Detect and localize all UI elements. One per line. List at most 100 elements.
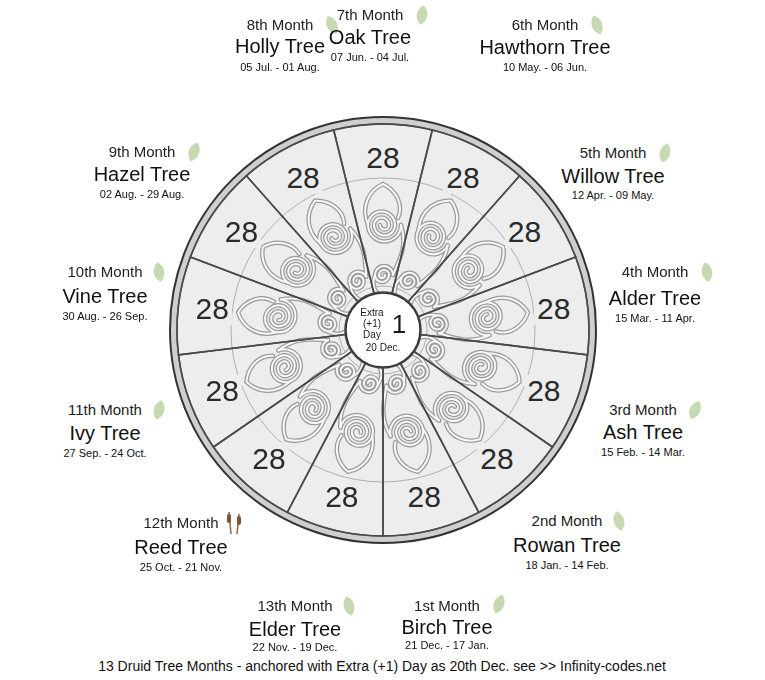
month-number: 4th Month (622, 264, 689, 281)
wedge-outline (406, 173, 578, 319)
knot-motif (370, 355, 435, 477)
wedge-border (334, 124, 433, 293)
wheel-disc (177, 124, 589, 536)
outer-rim (170, 117, 596, 543)
date-range: 25 Oct. - 21 Nov. (140, 561, 222, 573)
leaf-icon (589, 14, 606, 36)
wedge-border (287, 364, 383, 536)
hub-circle (346, 293, 420, 367)
leaf-icon (186, 141, 203, 163)
leaf-icon (686, 399, 704, 422)
leaf-icon (415, 4, 429, 26)
leaf-icon (657, 142, 672, 164)
tree-name: Ivy Tree (69, 422, 140, 444)
month-number: 6th Month (512, 17, 579, 34)
wedge-border (408, 176, 575, 317)
leaf-icons (151, 4, 714, 617)
month-wedge: 28 (331, 122, 435, 296)
date-range: 12 Apr. - 09 May. (572, 189, 654, 201)
date-range: 10 May. - 06 Jun. (503, 61, 587, 73)
month-number: 1st Month (414, 598, 480, 615)
leaf-icon (152, 261, 166, 283)
tree-name: Hazel Tree (94, 163, 191, 185)
tree-name: Ash Tree (603, 421, 683, 443)
date-range: 05 Jul. - 01 Aug. (240, 61, 320, 73)
month-number: 12th Month (143, 515, 218, 532)
wedge-border (383, 364, 479, 536)
knot-motif (236, 292, 356, 344)
date-range: 02 Aug. - 29 Aug. (100, 188, 184, 200)
day-count: 28 (505, 216, 544, 248)
tree-name: Reed Tree (134, 536, 227, 558)
month-wedge: 28 (412, 332, 590, 450)
month-number: 9th Month (109, 144, 176, 161)
knot-motif (411, 295, 531, 347)
month-wedge: 28 (175, 254, 350, 357)
date-range: 27 Sep. - 24 Oct. (63, 447, 146, 459)
date-range: 22 Nov. - 19 Dec. (253, 641, 338, 653)
day-count: 28 (202, 375, 241, 407)
month-wedge: 28 (244, 127, 376, 304)
tree-name: Oak Tree (329, 26, 411, 48)
caption: 13 Druid Tree Months - anchored with Ext… (98, 659, 666, 674)
knot-motif (236, 292, 356, 344)
leaf-icon (341, 595, 356, 617)
day-count: 28 (249, 443, 288, 475)
date-range: 15 Feb. - 14 Mar. (601, 446, 685, 458)
date-range: 21 Dec. - 17 Jan. (405, 639, 489, 651)
month-wedge: 28 (176, 332, 354, 450)
month-number: 8th Month (247, 17, 314, 34)
month-wedge: 28 (416, 254, 591, 357)
month-number: 2nd Month (532, 513, 603, 530)
tree-name: Willow Tree (561, 165, 664, 187)
tree-name: Rowan Tree (513, 534, 621, 556)
month-number: 13th Month (257, 598, 332, 615)
day-count: 28 (222, 216, 261, 248)
day-count: 28 (443, 162, 482, 194)
day-count: 28 (283, 162, 322, 194)
day-count: 28 (193, 293, 232, 325)
day-count: 28 (524, 375, 563, 407)
extra-day-number: 1 (392, 311, 406, 337)
tree-name: Hawthorn Tree (479, 36, 610, 58)
tree-name: Holly Tree (235, 35, 325, 57)
day-count: 28 (534, 293, 573, 325)
tree-name: Alder Tree (609, 287, 701, 309)
date-range: 07 Jun. - 04 Jul. (331, 51, 409, 63)
wedge-border (177, 257, 347, 355)
month-wedge: 28 (285, 361, 385, 538)
tree-name: Birch Tree (401, 616, 492, 638)
day-count: 28 (363, 142, 402, 174)
month-number: 11th Month (68, 402, 142, 419)
wedge-border (213, 352, 365, 513)
reed-head (227, 514, 231, 523)
date-range: 18 Jan. - 14 Feb. (525, 559, 608, 571)
month-number: 7th Month (337, 7, 404, 24)
extra-day-text: Extra (+1) Day (355, 307, 389, 340)
day-count: 28 (404, 481, 443, 513)
date-range: 15 Mar. - 11 Apr. (615, 312, 695, 324)
date-range: 30 Aug. - 26 Sep. (62, 310, 147, 322)
month-number: 10th Month (67, 264, 142, 281)
tree-name: Elder Tree (249, 618, 341, 640)
leaf-icon (491, 593, 508, 615)
tree-name: Vine Tree (62, 285, 147, 307)
extra-day-date: 20 Dec. (366, 342, 400, 353)
leaf-icon (611, 510, 626, 532)
wedge-border (419, 257, 589, 355)
month-wedge: 28 (406, 173, 578, 319)
reed-icon (227, 512, 241, 534)
extra-day-hub: Extra (+1) Day1 20 Dec. (345, 292, 421, 368)
wedge-border (246, 130, 374, 302)
leaf-icon (700, 261, 714, 283)
wedge-border (179, 335, 352, 447)
day-count: 28 (322, 481, 361, 513)
leaf-icon (151, 399, 166, 421)
wedge-outline (390, 127, 522, 304)
reed-head (237, 516, 241, 525)
hub-outline (345, 292, 421, 368)
month-number: 3rd Month (609, 402, 677, 419)
wedge-outline (244, 127, 376, 304)
month-wedge: 28 (390, 127, 522, 304)
